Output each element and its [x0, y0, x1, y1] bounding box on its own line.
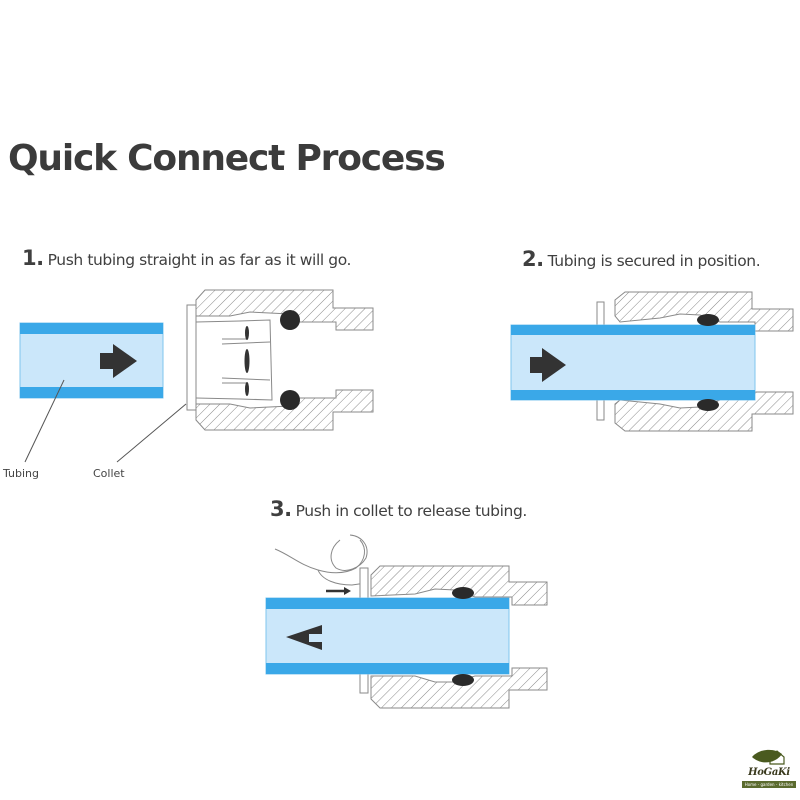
o-ring-bottom: [452, 674, 474, 686]
step-1-caption: 1.Push tubing straight in as far as it w…: [22, 246, 351, 270]
step-1-number: 1.: [22, 246, 44, 270]
step-3-caption: 3.Push in collet to release tubing.: [270, 497, 527, 521]
collet-leader-line: [116, 403, 187, 463]
step-3-text: Push in collet to release tubing.: [295, 502, 528, 520]
logo-tagline: Home - garden - kitchen: [742, 781, 796, 788]
finger-illustration: [274, 534, 368, 586]
arrow-right-icon: [100, 344, 137, 378]
tubing-leader-line: [24, 379, 65, 463]
push-arrow-icon: [326, 587, 351, 595]
o-ring-top: [280, 310, 300, 330]
logo-name: HoGaKi: [748, 767, 790, 778]
tubing-label: Tubing: [3, 467, 40, 480]
step-3-number: 3.: [270, 497, 292, 521]
o-ring-top: [452, 587, 474, 599]
step-2-caption: 2.Tubing is secured in position.: [522, 247, 761, 271]
brand-logo: HoGaKi Home - garden - kitchen: [740, 745, 798, 795]
o-ring-bottom: [280, 390, 300, 410]
page-title: Quick Connect Process: [8, 138, 446, 179]
step-2-number: 2.: [522, 247, 544, 271]
step-2-text: Tubing is secured in position.: [547, 252, 761, 270]
arrow-left-icon: [286, 625, 322, 650]
step-1-fitting: [186, 289, 374, 431]
arrow-right-icon: [530, 348, 566, 382]
logo-mark-icon: [752, 749, 785, 765]
o-ring-bottom: [697, 399, 719, 411]
o-ring-top: [697, 314, 719, 326]
collet-label: Collet: [93, 467, 125, 480]
step-1-text: Push tubing straight in as far as it wil…: [47, 251, 352, 269]
step-1-tubing: [19, 322, 164, 399]
